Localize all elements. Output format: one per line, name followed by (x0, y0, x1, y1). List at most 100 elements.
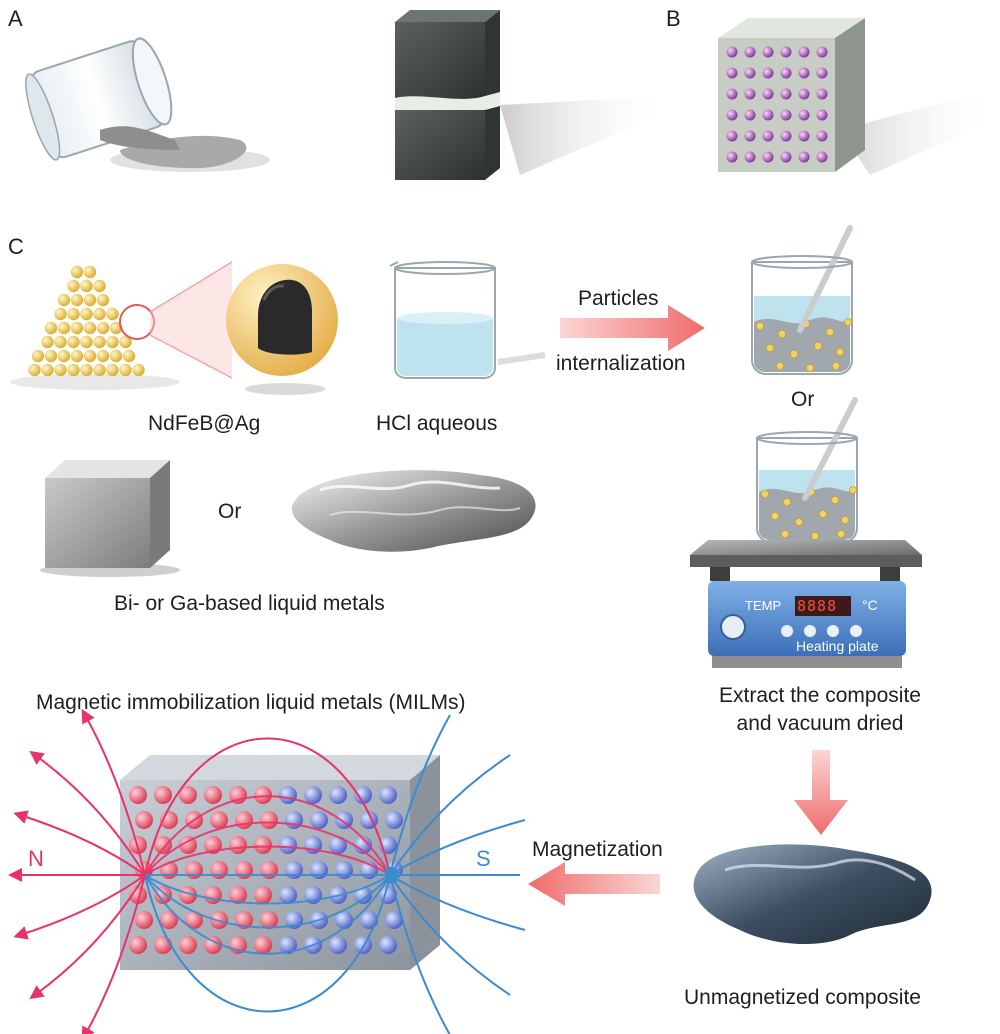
dispersed-particle (761, 489, 770, 498)
heating-plate-setup (690, 397, 922, 668)
pile-particle (67, 363, 80, 377)
south-field-line (384, 819, 526, 879)
purple-dot (816, 130, 828, 142)
pile-particle (83, 321, 97, 335)
pile-particle (67, 335, 80, 349)
hcl-beaker (389, 261, 546, 379)
dispersed-particle (806, 363, 815, 372)
pile-particle (83, 349, 97, 363)
pile-particle (41, 335, 54, 349)
particle-pile-illustration (10, 261, 233, 390)
pile-particle (96, 293, 110, 307)
panel-label-a: A (8, 6, 23, 31)
purple-dot (726, 46, 738, 58)
magnetic-particle (204, 886, 222, 904)
pile-particle (80, 363, 93, 377)
dispersed-particle (814, 341, 823, 350)
magnetic-particle (204, 936, 222, 954)
magnetic-particle (210, 861, 228, 879)
pile-particle (54, 307, 67, 321)
purple-dot (726, 67, 738, 79)
purple-dot-grid (726, 46, 828, 163)
magnetic-particle (279, 786, 297, 804)
purple-dot (744, 130, 756, 142)
magnetic-particle (179, 786, 197, 804)
magnetic-particle (135, 811, 153, 829)
milms-title: Magnetic immobilization liquid metals (M… (36, 691, 466, 714)
pile-particle (119, 363, 132, 377)
magnetic-particle (229, 836, 247, 854)
extract-label-line2: and vacuum dried (736, 712, 904, 735)
pile-particle (80, 335, 93, 349)
magnetic-particle (385, 811, 403, 829)
pile-particle (70, 321, 84, 335)
panel-label-c: C (8, 234, 24, 259)
extract-label-line1: Extract the composite (719, 684, 921, 707)
pile-particle (44, 349, 58, 363)
dispersed-particle (837, 530, 846, 539)
magnetic-particle (260, 911, 278, 929)
outer-field-line (144, 737, 391, 876)
pile-particle (93, 279, 106, 293)
internalization-arrow (560, 305, 705, 351)
magnetic-particle (254, 936, 272, 954)
dispersed-particle (832, 361, 841, 370)
purple-dot (798, 88, 810, 100)
purple-dot (780, 88, 792, 100)
heating-plate-label: Heating plate (796, 638, 879, 654)
purple-dot (798, 130, 810, 142)
dispersed-particle (766, 343, 775, 352)
liquid-metals-label: Bi- or Ga-based liquid metals (114, 592, 385, 615)
pile-particle (93, 335, 106, 349)
purple-dot (726, 151, 738, 163)
dispersed-particle (841, 516, 850, 525)
magnetic-particle (154, 836, 172, 854)
magnetic-particle (379, 936, 397, 954)
pile-particle (109, 321, 123, 335)
extract-arrow (794, 750, 848, 835)
magnetic-particle (310, 861, 328, 879)
pile-particle (109, 349, 123, 363)
magnetic-particle (379, 786, 397, 804)
purple-dot (744, 109, 756, 121)
north-field-line (29, 750, 146, 876)
milms-magnet (8, 708, 526, 1034)
magnetic-particle (154, 886, 172, 904)
dispersed-particle (756, 321, 765, 330)
dispersed-particle (831, 495, 840, 504)
magnetic-particle (354, 936, 372, 954)
magnetic-particle (160, 911, 178, 929)
purple-dot (798, 46, 810, 58)
north-field-line (13, 810, 146, 876)
south-pole-label: S (476, 846, 491, 871)
internal-field-line (144, 845, 391, 876)
dispersed-particle (795, 518, 804, 527)
magnetic-particle (154, 936, 172, 954)
south-field-line (386, 754, 511, 881)
north-field-line (29, 874, 146, 1000)
temp-label: TEMP (745, 598, 782, 613)
panel-label-b: B (666, 6, 681, 31)
magnetic-particle (254, 886, 272, 904)
magnetic-particle (204, 786, 222, 804)
north-pole-label: N (28, 846, 44, 871)
magnetic-particle (285, 861, 303, 879)
magnetic-particle (129, 886, 147, 904)
pile-particle (41, 363, 54, 377)
celsius-label: °C (862, 597, 878, 613)
magnetic-particle (329, 936, 347, 954)
purple-dot (762, 67, 774, 79)
pile-particle (96, 321, 110, 335)
magnetic-particle (329, 836, 347, 854)
pile-particle (122, 349, 136, 363)
pile-particle (96, 349, 110, 363)
pile-particle (106, 307, 119, 321)
magnetic-particle (354, 786, 372, 804)
pile-particle (57, 293, 71, 307)
magnetic-particle (335, 861, 353, 879)
pile-particle (67, 307, 80, 321)
north-field-line (13, 874, 146, 940)
ndfeb-label: NdFeB@Ag (148, 412, 261, 435)
purple-dot (726, 109, 738, 121)
